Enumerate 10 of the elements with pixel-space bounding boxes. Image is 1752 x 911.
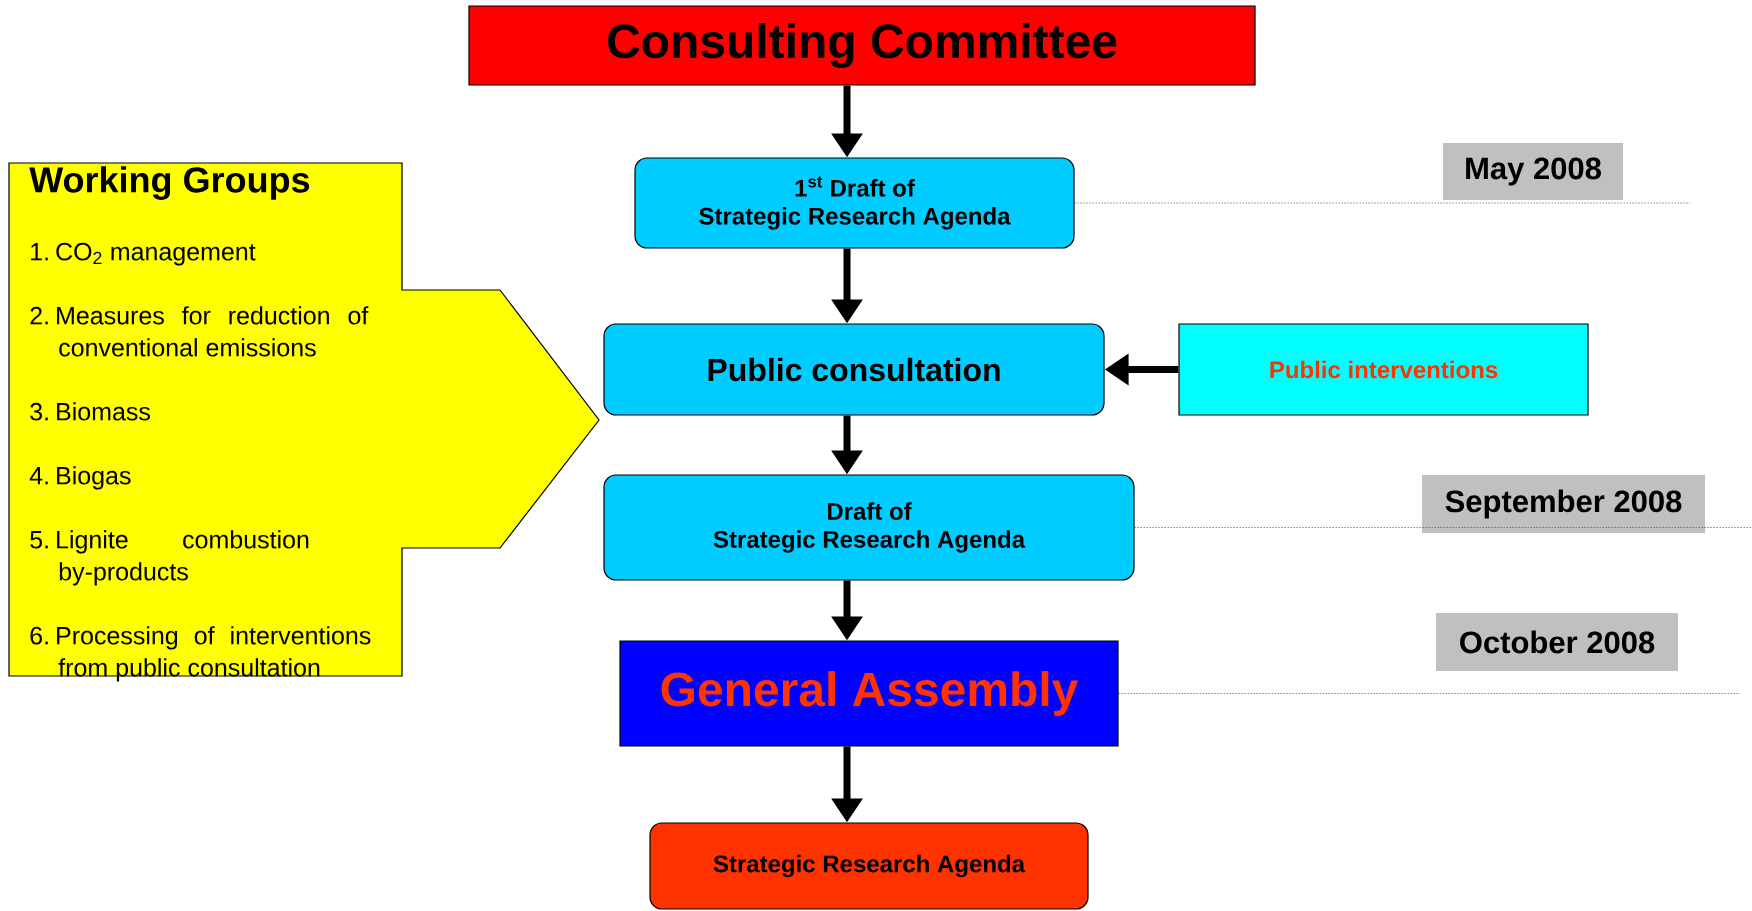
input-box: Public interventions [1178, 323, 1589, 416]
committee-box: Consulting Committee [468, 5, 1256, 86]
date-box: May 2008 [1443, 143, 1623, 200]
result-box: Strategic Research Agenda [649, 822, 1089, 910]
date-box: October 2008 [1436, 613, 1678, 671]
process-box: 1$^{st}$ Draft of Strategic Research Agenda [634, 157, 1075, 249]
assembly-box: General Assembly [619, 640, 1119, 747]
process-box: Draft of Strategic Research Agenda [603, 474, 1135, 581]
process-box: Public consultation [603, 323, 1105, 416]
date-box: September 2008 [1422, 475, 1705, 533]
